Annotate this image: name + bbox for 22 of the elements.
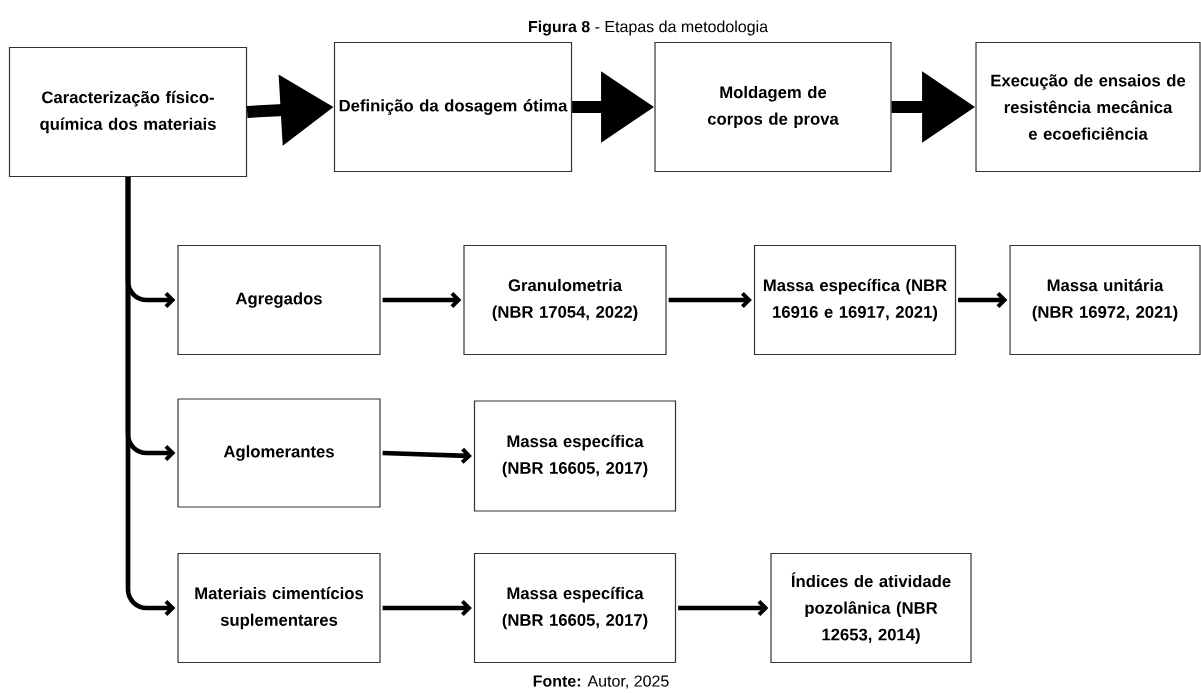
- arrow: [958, 291, 1008, 309]
- process-box: Massa específica (NBR 16916 e 16917, 2021): [753, 244, 957, 356]
- process-box: Massa unitária (NBR 16972, 2021): [1009, 244, 1201, 356]
- arrow: [125, 177, 176, 617]
- arrow: [668, 291, 752, 309]
- process-box: Definição da dosagem ótima: [333, 41, 573, 173]
- arrow: [678, 599, 769, 617]
- process-box: Granulometria (NBR 17054, 2022): [463, 244, 667, 356]
- process-box: Massa específica (NBR 16605, 2017): [473, 552, 677, 664]
- process-box: Massa específica (NBR 16605, 2017): [473, 400, 677, 512]
- process-box: Índices de atividade pozolânica (NBR 12653, 2014): [770, 552, 972, 664]
- process-box: Execução de ensaios de resistência mecânica e ecoeficiência: [975, 41, 1201, 173]
- process-box: Materiais cimentícios suplementares: [177, 552, 381, 664]
- process-box: Moldagem de corpos de prova: [654, 41, 892, 173]
- figure-title: Figura 8 - Etapas da metodologia: [529, 20, 769, 36]
- arrow: [382, 447, 472, 464]
- process-box: Agregados: [177, 244, 381, 356]
- arrow: [382, 599, 472, 617]
- process-box: Caracterização físico-química dos materiais: [8, 46, 248, 178]
- source-caption: Fonte: Autor, 2025: [533, 675, 669, 689]
- arrow: [382, 291, 462, 309]
- process-box: Aglomerantes: [177, 398, 381, 508]
